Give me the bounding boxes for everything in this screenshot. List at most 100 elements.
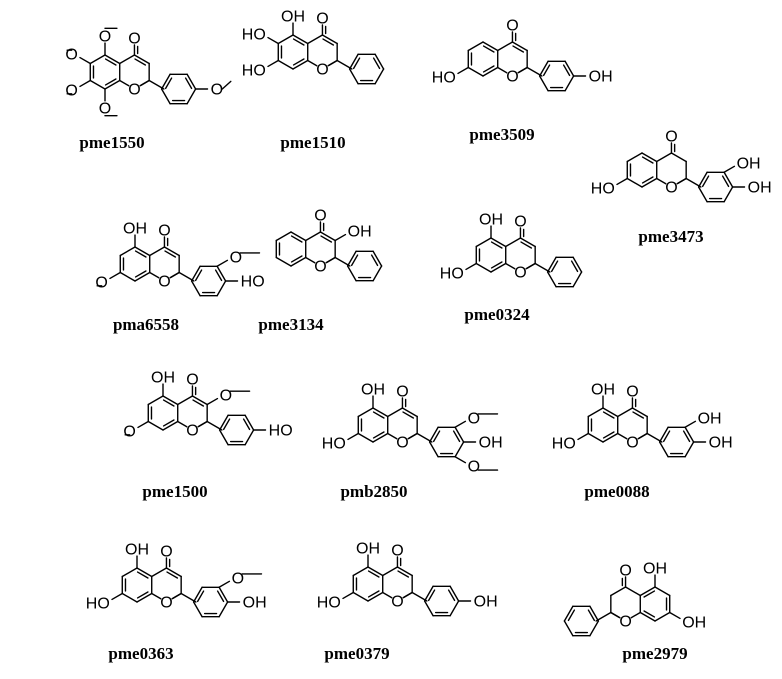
double-bond <box>214 269 223 282</box>
double-bond <box>447 589 456 602</box>
bond <box>697 171 708 188</box>
carbonyl-oxygen: O <box>626 384 638 401</box>
bond <box>490 262 507 273</box>
bond <box>449 585 460 602</box>
double-bond <box>602 431 615 439</box>
ring-oxygen: O <box>186 423 198 440</box>
substituent-7: HO <box>322 436 346 453</box>
atom-mask <box>316 63 329 75</box>
bond <box>372 265 383 282</box>
bond <box>148 79 165 90</box>
bond <box>352 591 369 602</box>
double-bond <box>136 591 149 599</box>
bond <box>244 414 255 431</box>
bond <box>147 395 164 406</box>
atom-mask <box>665 181 678 193</box>
substituent-7: HO <box>552 436 576 453</box>
bond <box>147 420 164 431</box>
double-bond <box>184 77 193 90</box>
bond <box>136 567 153 578</box>
ring-oxygen: O <box>626 435 638 452</box>
double-bond <box>643 610 656 618</box>
bond <box>172 592 182 599</box>
double-bond <box>134 250 147 258</box>
double-bond <box>372 411 385 419</box>
substituent-5p: O <box>468 459 480 476</box>
bond <box>572 256 583 273</box>
bond <box>490 237 507 248</box>
bond <box>723 165 736 173</box>
double-bond <box>641 176 654 184</box>
bond <box>577 432 589 441</box>
bond <box>104 79 121 90</box>
bond <box>685 177 702 188</box>
bond <box>534 262 551 273</box>
bond <box>538 60 549 77</box>
ring-oxygen: O <box>316 62 328 79</box>
bond <box>221 80 232 90</box>
substituent-5: OH <box>361 381 385 398</box>
bond <box>352 566 369 577</box>
bond <box>206 397 219 406</box>
double-bond <box>104 58 117 66</box>
carbonyl-oxygen: O <box>619 563 631 580</box>
atom-mask <box>391 595 404 607</box>
bond <box>639 586 656 597</box>
bond <box>178 271 195 282</box>
bond <box>428 426 439 443</box>
bond <box>290 256 307 267</box>
bond <box>641 177 658 188</box>
bond <box>610 611 620 618</box>
substituent-5: OH <box>479 211 503 228</box>
compound-label: pmb2850 <box>340 482 407 501</box>
substituent-5: OH <box>356 540 380 557</box>
carbonyl-oxygen: O <box>391 543 403 560</box>
double-bond <box>196 590 205 603</box>
bond <box>321 34 338 45</box>
substituent-7: HO <box>432 70 456 87</box>
compound-label: pme3473 <box>638 227 703 246</box>
bond <box>218 586 229 603</box>
bond <box>723 171 734 188</box>
ring-oxygen: O <box>314 259 326 276</box>
carbonyl-oxygen: O <box>128 31 140 48</box>
double-bond <box>292 58 305 66</box>
compound-label: pme0324 <box>464 305 530 324</box>
compound-label: pme1550 <box>79 133 144 152</box>
bond <box>396 566 413 577</box>
bond <box>467 41 484 52</box>
substituent-7: HO <box>86 596 110 613</box>
bond <box>423 600 434 617</box>
bond <box>160 88 171 105</box>
double-bond <box>550 260 559 273</box>
double-bond <box>352 57 361 70</box>
compound-label: pme0379 <box>324 644 389 663</box>
bond <box>654 611 671 622</box>
double-bond <box>370 254 379 267</box>
substituent-3p: OH <box>737 155 761 172</box>
bond <box>79 56 91 65</box>
double-bond <box>682 430 691 443</box>
bond <box>198 420 208 427</box>
bond <box>267 59 279 68</box>
substituent-4p: OH <box>709 435 733 452</box>
double-bond <box>290 235 303 243</box>
compound-label: pme3134 <box>258 315 324 334</box>
bond <box>275 231 292 242</box>
bond <box>403 591 413 598</box>
double-bond <box>632 411 645 419</box>
double-bond <box>134 58 147 66</box>
carbonyl-oxygen: O <box>665 129 677 146</box>
ring-oxygen: O <box>665 180 677 197</box>
bond <box>216 259 229 267</box>
substituent-7: O <box>65 83 77 100</box>
double-bond <box>350 254 359 267</box>
bond <box>387 407 404 418</box>
bond <box>346 265 357 282</box>
bond <box>723 186 734 203</box>
bond <box>121 592 138 603</box>
bond <box>192 586 203 603</box>
bond <box>372 250 383 267</box>
